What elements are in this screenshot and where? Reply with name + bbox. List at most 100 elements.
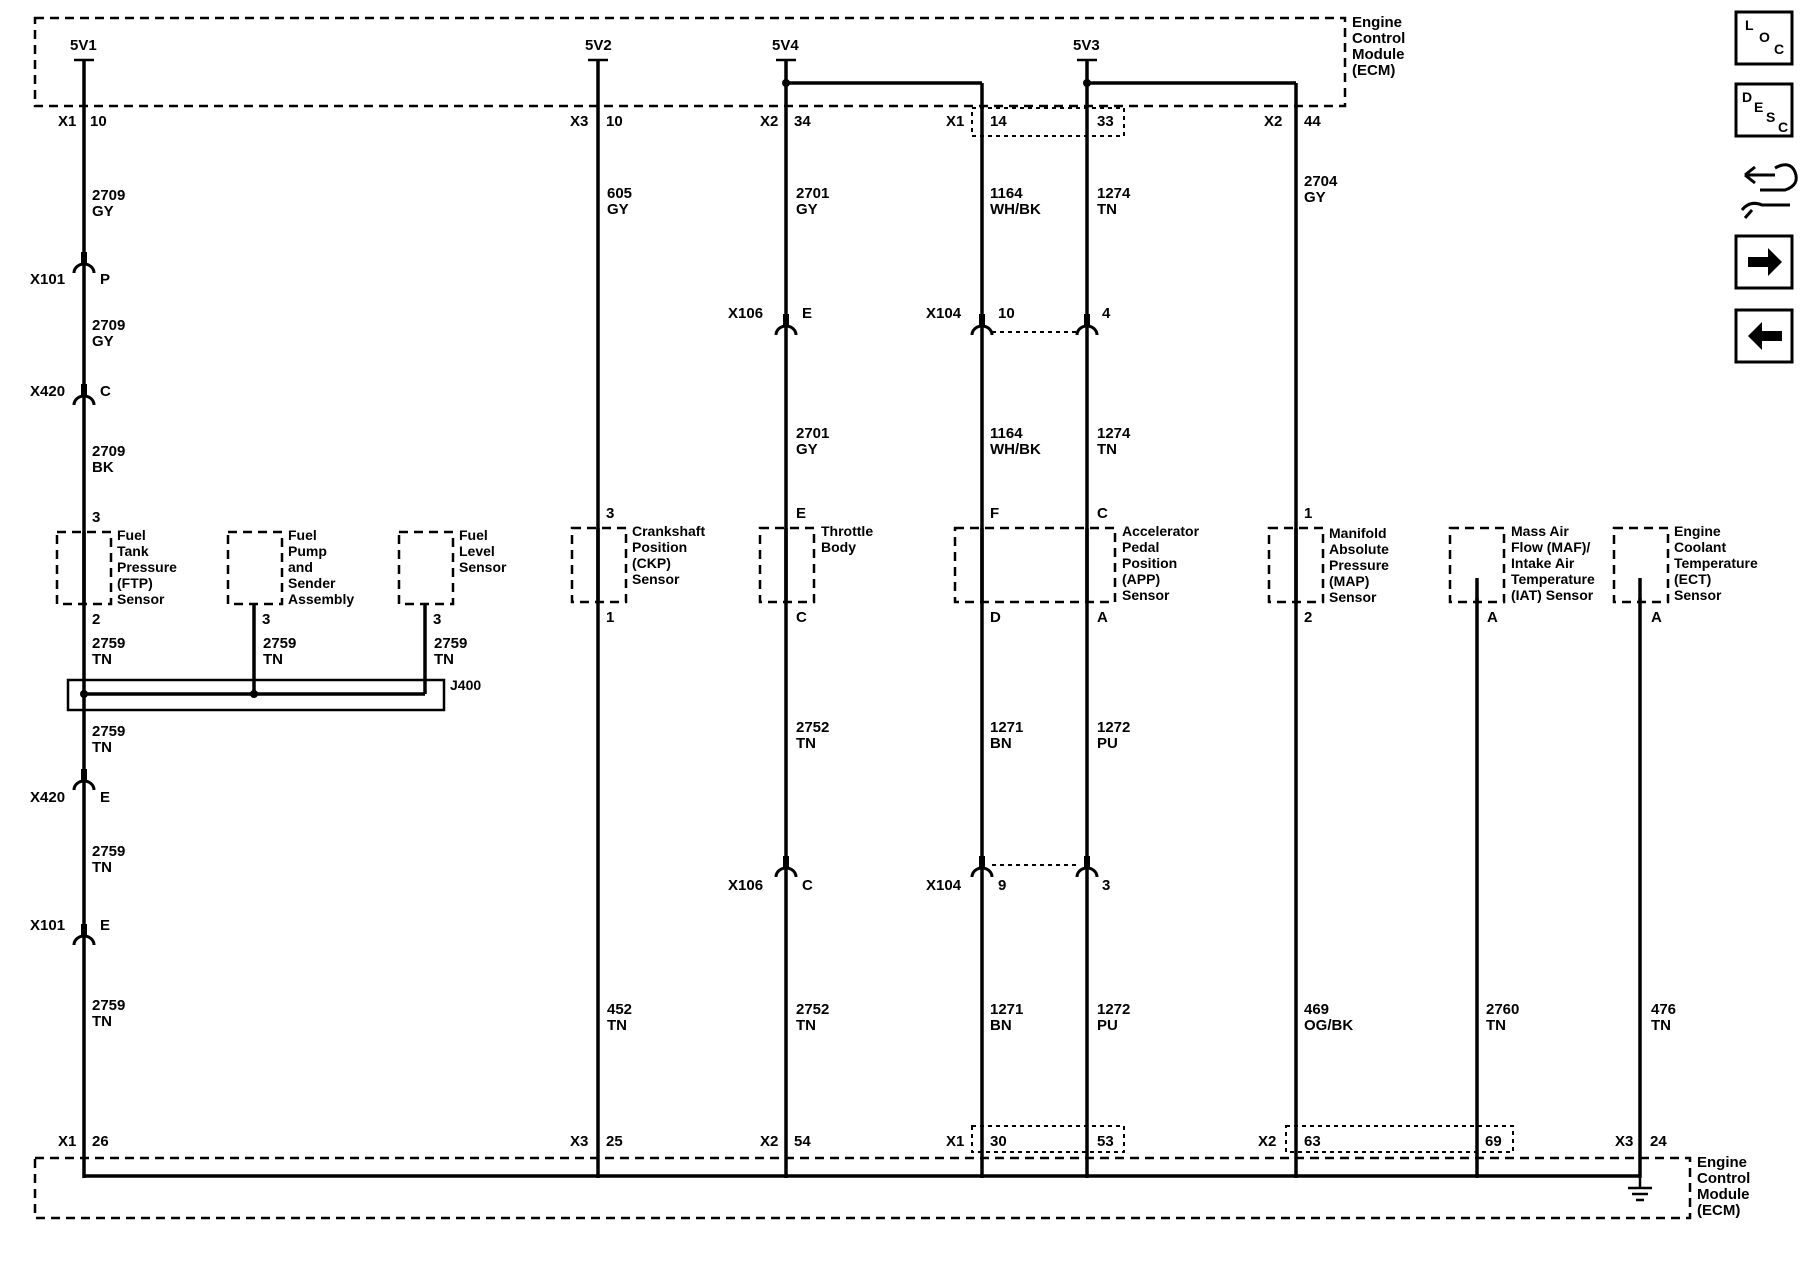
svg-text:X3: X3	[570, 113, 588, 130]
ecm-top-label: Engine Control Module (ECM)	[1352, 14, 1410, 79]
svg-text:44: 44	[1304, 113, 1321, 130]
supply-5v3: 5V3	[1073, 37, 1100, 54]
svg-text:63: 63	[1304, 1133, 1321, 1150]
ftp-sensor-label: Fuel Tank Pressure (FTP) Sensor	[117, 527, 181, 607]
loc-button[interactable]: L O C	[1734, 10, 1794, 66]
svg-text:X2: X2	[1258, 1133, 1276, 1150]
svg-text:4: 4	[1102, 305, 1111, 322]
svg-text:X101: X101	[30, 917, 65, 934]
svg-text:A: A	[1097, 609, 1108, 626]
svg-text:E: E	[100, 789, 110, 806]
svg-text:10: 10	[998, 305, 1015, 322]
arrow-right-icon	[1748, 248, 1782, 276]
svg-text:10: 10	[606, 113, 623, 130]
svg-text:D: D	[1742, 89, 1752, 105]
svg-text:C: C	[796, 609, 807, 626]
ground-icon	[1628, 1176, 1652, 1202]
svg-text:2: 2	[1304, 609, 1312, 626]
next-button[interactable]	[1734, 234, 1794, 290]
fuel-level-label: Fuel Level Sensor	[459, 527, 507, 575]
svg-text:P: P	[100, 271, 110, 288]
svg-text:1: 1	[606, 609, 614, 626]
svg-text:1: 1	[1304, 505, 1312, 522]
svg-text:E: E	[100, 917, 110, 934]
svg-text:3: 3	[92, 509, 100, 526]
svg-text:C: C	[1774, 41, 1784, 57]
supply-5v2: 5V2	[585, 37, 612, 54]
ecm-bottom-label: Engine Control Module (ECM)	[1697, 1154, 1755, 1219]
svg-text:A: A	[1651, 609, 1662, 626]
ect-sensor-label: Engine Coolant Temperature (ECT) Sensor	[1674, 523, 1762, 603]
svg-text:26: 26	[92, 1133, 109, 1150]
prev-button[interactable]	[1734, 308, 1794, 364]
svg-text:30: 30	[990, 1133, 1007, 1150]
arrow-left-icon	[1748, 322, 1782, 350]
fuel-level-box	[397, 530, 455, 606]
svg-text:9: 9	[998, 877, 1006, 894]
svg-text:25: 25	[606, 1133, 623, 1150]
svg-text:L: L	[1745, 17, 1754, 33]
svg-text:D: D	[990, 609, 1001, 626]
svg-text:X3: X3	[1615, 1133, 1633, 1150]
svg-text:10: 10	[90, 113, 107, 130]
svg-text:69: 69	[1485, 1133, 1502, 1150]
svg-text:X1: X1	[946, 1133, 964, 1150]
fuel-pump-label: Fuel Pump and Sender Assembly	[288, 527, 354, 607]
svg-text:X1: X1	[58, 1133, 76, 1150]
maf-sensor-label: Mass Air Flow (MAF)/ Intake Air Temperat…	[1511, 523, 1599, 603]
svg-text:X420: X420	[30, 383, 65, 400]
svg-text:2: 2	[92, 611, 100, 628]
svg-text:E: E	[796, 505, 806, 522]
app-sensor-box	[953, 526, 1117, 604]
svg-text:X1: X1	[58, 113, 76, 130]
svg-text:3: 3	[606, 505, 614, 522]
svg-text:X106: X106	[728, 305, 763, 322]
svg-text:X2: X2	[1264, 113, 1282, 130]
connector-repair-icon[interactable]	[1740, 163, 1798, 219]
app-sensor-label: Accelerator Pedal Position (APP) Sensor	[1122, 523, 1203, 603]
svg-text:F: F	[990, 505, 999, 522]
svg-text:3: 3	[262, 611, 270, 628]
svg-text:33: 33	[1097, 113, 1114, 130]
svg-text:X1: X1	[946, 113, 964, 130]
svg-text:A: A	[1487, 609, 1498, 626]
map-sensor-label: Manifold Absolute Pressure (MAP) Sensor	[1329, 525, 1393, 605]
j400-splice	[66, 678, 446, 712]
svg-text:X104: X104	[926, 305, 962, 322]
svg-text:C: C	[100, 383, 111, 400]
svg-text:X3: X3	[570, 1133, 588, 1150]
desc-button[interactable]: D E S C	[1734, 82, 1794, 138]
svg-text:3: 3	[433, 611, 441, 628]
svg-text:14: 14	[990, 113, 1007, 130]
supply-5v1: 5V1	[70, 37, 97, 54]
svg-text:24: 24	[1650, 1133, 1667, 1150]
svg-text:X420: X420	[30, 789, 65, 806]
svg-text:C: C	[1778, 119, 1788, 135]
throttle-body-label: Throttle Body	[821, 523, 877, 555]
svg-text:3: 3	[1102, 877, 1110, 894]
svg-text:E: E	[1754, 99, 1763, 115]
svg-text:C: C	[1097, 505, 1108, 522]
svg-text:E: E	[802, 305, 812, 322]
